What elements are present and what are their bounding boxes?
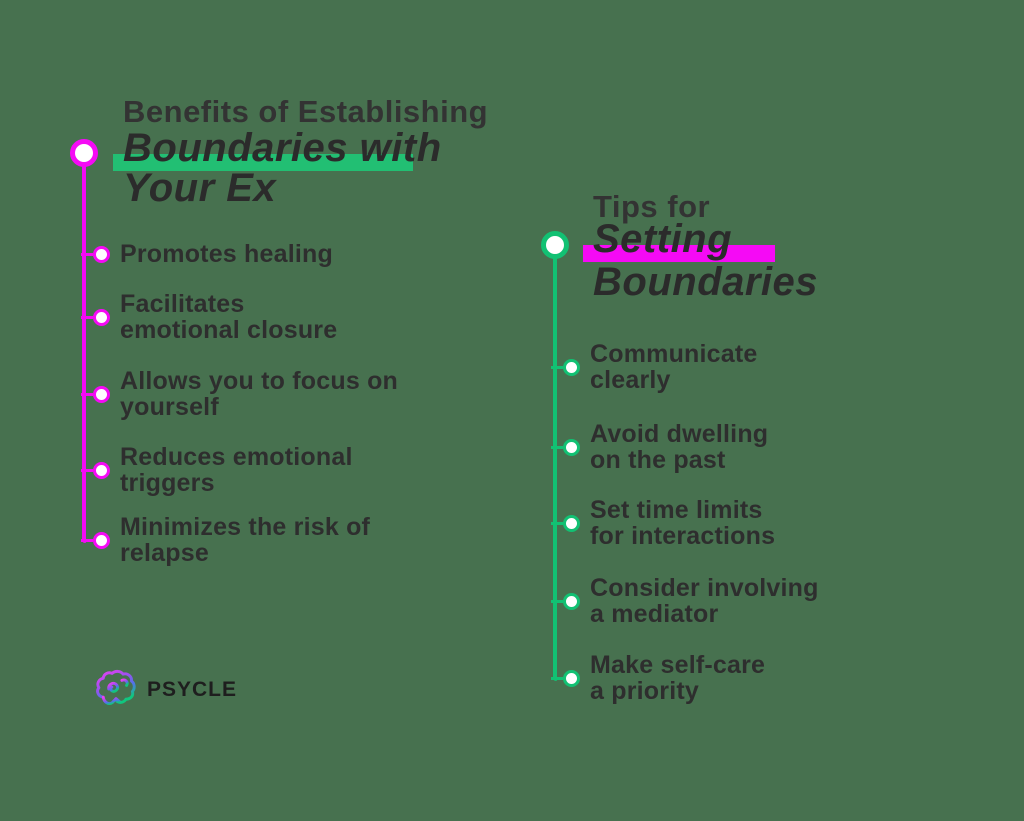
timeline-node-dot <box>93 531 110 549</box>
connector-stub <box>81 252 93 256</box>
item-line: Communicate <box>590 340 758 368</box>
list-item-text: Reduces emotional triggers <box>120 444 353 496</box>
connector-stub <box>81 315 93 319</box>
left-title-eyebrow: Benefits of Establishing <box>123 94 489 129</box>
list-item: Promotes healing <box>81 241 333 267</box>
item-line: Allows you to focus on <box>120 367 399 395</box>
timeline-node-dot <box>93 308 110 326</box>
list-item-text: Communicate clearly <box>590 341 758 393</box>
item-line: Promotes healing <box>120 240 333 268</box>
item-line: a priority <box>590 677 699 705</box>
item-line: on the past <box>590 446 726 474</box>
item-line: Facilitates <box>120 290 245 318</box>
item-line: yourself <box>120 393 219 421</box>
item-line: Make self-care <box>590 651 766 679</box>
item-line: emotional closure <box>120 316 338 344</box>
left-headline-highlight-bar <box>113 154 413 171</box>
timeline-node-dot <box>563 438 580 456</box>
list-item: Consider involving a mediator <box>551 575 819 627</box>
right-title-eyebrow: Tips for <box>593 189 711 224</box>
item-line: triggers <box>120 469 215 497</box>
list-item-text: Promotes healing <box>120 241 333 267</box>
timeline-node-dot <box>563 358 580 376</box>
left-timeline-start-dot <box>70 139 98 167</box>
connector-stub <box>551 365 563 369</box>
left-headline-line2: Your Ex <box>123 166 277 210</box>
brand-name: PSYCLE <box>147 677 238 701</box>
timeline-node-dot <box>93 245 110 263</box>
timeline-node-dot <box>563 592 580 610</box>
list-item-text: Allows you to focus on yourself <box>120 368 398 420</box>
timeline-node-dot <box>563 514 580 532</box>
item-line: relapse <box>120 539 209 567</box>
connector-stub <box>81 538 93 542</box>
list-item: Make self-care a priority <box>551 652 765 704</box>
list-item-text: Consider involving a mediator <box>590 575 819 627</box>
list-item: Minimizes the risk of relapse <box>81 514 370 566</box>
list-item-text: Set time limits for interactions <box>590 497 775 549</box>
connector-stub <box>551 599 563 603</box>
connector-stub <box>551 445 563 449</box>
list-item-text: Minimizes the risk of relapse <box>120 514 370 566</box>
item-line: for interactions <box>590 522 776 550</box>
list-item: Avoid dwelling on the past <box>551 421 768 473</box>
right-timeline-line <box>553 245 557 681</box>
right-headline-highlight-bar <box>583 245 775 262</box>
item-line: Consider involving <box>590 574 819 602</box>
list-item: Reduces emotional triggers <box>81 444 353 496</box>
item-line: a mediator <box>590 600 719 628</box>
right-headline-line1: Setting <box>593 217 733 261</box>
connector-stub <box>551 676 563 680</box>
timeline-node-dot <box>563 669 580 687</box>
list-item: Allows you to focus on yourself <box>81 368 398 420</box>
timeline-node-dot <box>93 385 110 403</box>
connector-stub <box>81 468 93 472</box>
list-item-text: Avoid dwelling on the past <box>590 421 768 473</box>
item-line: Set time limits <box>590 496 763 524</box>
item-line: Reduces emotional <box>120 443 353 471</box>
item-line: Avoid dwelling <box>590 420 769 448</box>
connector-stub <box>551 521 563 525</box>
list-item: Set time limits for interactions <box>551 497 775 549</box>
list-item-text: Make self-care a priority <box>590 652 765 704</box>
connector-stub <box>81 392 93 396</box>
list-item: Communicate clearly <box>551 341 758 393</box>
item-line: clearly <box>590 366 671 394</box>
brain-gradient-icon <box>93 669 139 710</box>
timeline-node-dot <box>93 461 110 479</box>
psycle-logo: PSYCLE <box>93 669 237 710</box>
item-line: Minimizes the risk of <box>120 513 371 541</box>
left-timeline-line <box>82 153 86 543</box>
list-item-text: Facilitates emotional closure <box>120 291 337 343</box>
right-timeline-start-dot <box>541 231 569 259</box>
right-headline-line2: Boundaries <box>593 260 819 304</box>
list-item: Facilitates emotional closure <box>81 291 337 343</box>
left-headline-line1: Boundaries with <box>123 126 442 170</box>
